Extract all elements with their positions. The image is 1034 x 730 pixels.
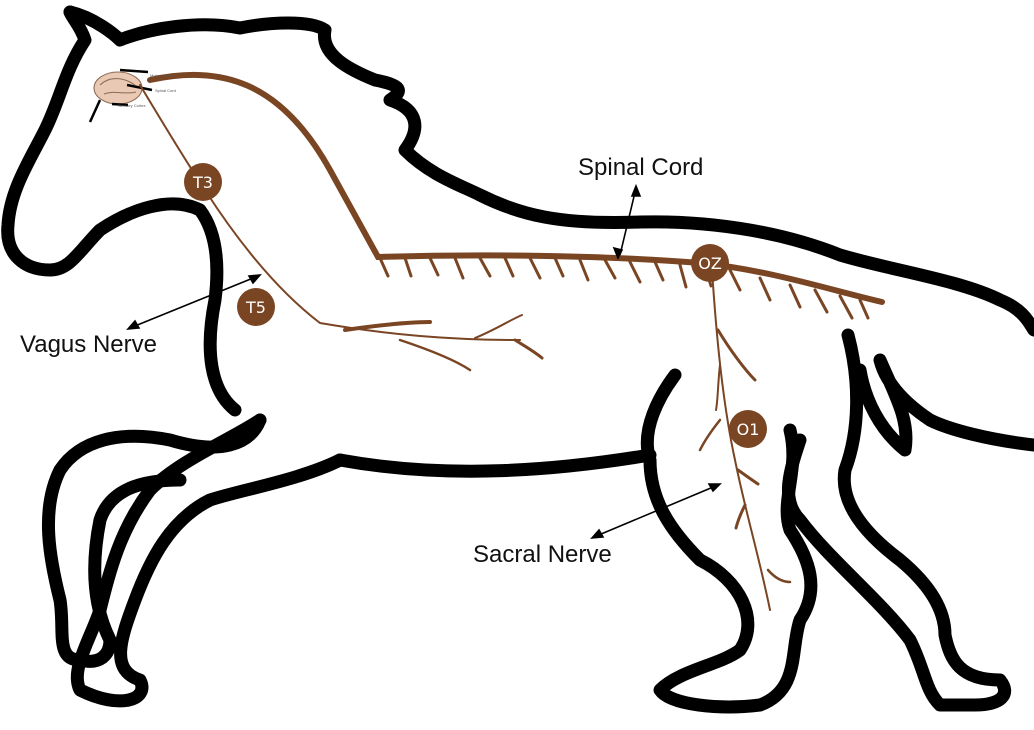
sacral-nerve-label: Sacral Nerve (473, 541, 612, 569)
marker-t5: T5 (237, 288, 275, 326)
marker-oz: OZ (691, 244, 729, 282)
marker-o1: O1 (729, 410, 767, 448)
vagus-nerve-label: Vagus Nerve (20, 331, 157, 359)
brain-icon (90, 70, 152, 122)
brain-callout-middle: Spinal Cord (155, 88, 176, 93)
spinal-cord (150, 75, 882, 318)
horse-outline (8, 12, 1034, 707)
spinal-cord-label: Spinal Cord (578, 154, 703, 182)
marker-t3: T3 (184, 163, 222, 201)
vagus-nerve (140, 85, 542, 370)
brain-callout-bottom: Sensory Cortex (118, 103, 146, 108)
brain-callout-top: Motor Cortex (150, 73, 173, 78)
